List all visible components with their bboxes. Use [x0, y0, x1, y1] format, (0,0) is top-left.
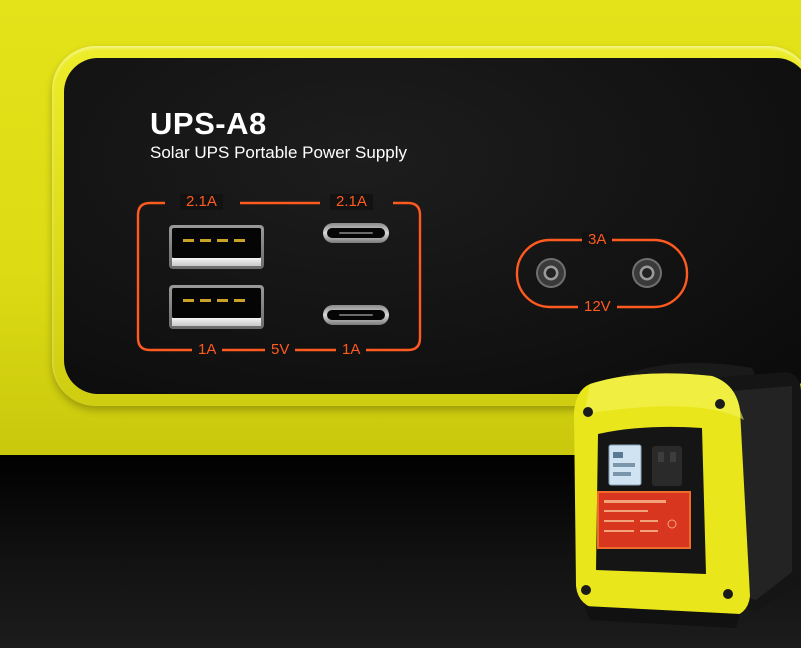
usb-bottom-right-rating: 1A: [336, 342, 367, 358]
usb-a-port-top: [169, 225, 264, 269]
usb-a-port-bottom: [169, 285, 264, 329]
usb-voltage-label: 5V: [265, 342, 296, 358]
usb-c-port-bottom: [323, 305, 389, 325]
usb-c-port-top: [323, 223, 389, 243]
dc-voltage-label: 12V: [578, 299, 617, 315]
usb-top-right-rating: 2.1A: [330, 194, 373, 210]
usb-top-left-rating: 2.1A: [180, 194, 223, 210]
dc-current-label: 3A: [582, 232, 613, 248]
usb-bottom-left-rating: 1A: [192, 342, 223, 358]
model-title: UPS-A8: [150, 106, 267, 141]
dc-port-right: [632, 258, 662, 288]
model-subtitle: Solar UPS Portable Power Supply: [150, 143, 408, 162]
dc-port-left: [536, 258, 566, 288]
